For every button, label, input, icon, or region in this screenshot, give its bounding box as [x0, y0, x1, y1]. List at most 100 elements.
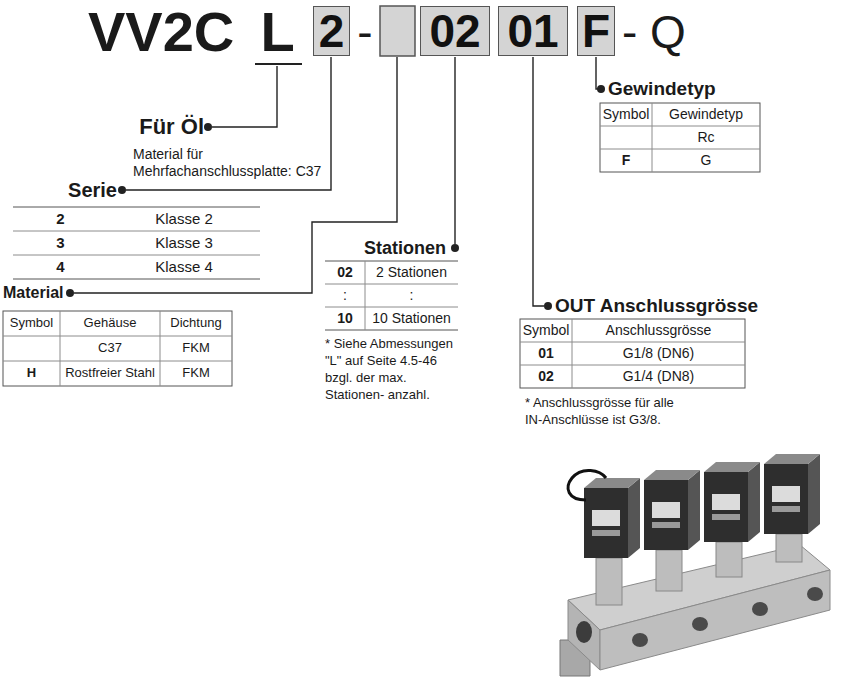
table-grid — [13, 207, 260, 208]
table-cell-slot: Klasse 3 — [108, 231, 260, 255]
section-heading: Material — [3, 284, 63, 302]
note-text: Material für Mehrfachanschlussplatte: C3… — [133, 146, 327, 180]
table-cell-slot: FKM — [160, 361, 232, 386]
footnote: * Siehe Abmessungen "L" auf Seite 4.5-46… — [325, 335, 460, 403]
valve-manifold-photo — [692, 617, 708, 631]
table-grid — [325, 284, 458, 285]
table-grid — [3, 336, 232, 337]
leader-line — [74, 57, 397, 293]
section-heading-slot: OUT Anschlussgrösse — [555, 294, 805, 318]
valve-manifold-photo — [752, 602, 768, 616]
section-heading: Für Öl — [139, 114, 204, 139]
footnote-slot: * Siehe Abmessungen "L" auf Seite 4.5-46… — [325, 335, 460, 430]
section-heading: Gewindetyp — [608, 78, 716, 100]
table-grid — [520, 365, 745, 366]
table-grid — [600, 103, 760, 172]
code-box: F — [577, 6, 615, 56]
table-cell-slot: C37 — [60, 336, 160, 361]
table-cell: : — [343, 287, 347, 303]
table-grid — [325, 261, 458, 262]
table-cell-slot: 3 — [13, 231, 108, 255]
section-heading: Serie — [68, 179, 117, 202]
code-box: 01 — [498, 6, 568, 56]
table-header: Anschlussgrösse — [606, 322, 712, 338]
table-header-slot: Gewindetyp — [652, 103, 760, 126]
table-cell-slot: 02 — [520, 365, 572, 388]
code-prefix-slot: VV2C — [88, 0, 252, 64]
table-header-slot: Symbol — [520, 319, 572, 342]
table-cell: 3 — [56, 234, 64, 251]
table-grid — [13, 231, 260, 232]
section-heading: OUT Anschlussgrösse — [555, 295, 758, 317]
leader-line — [533, 57, 544, 306]
table-cell: Rostfreier Stahl — [65, 366, 155, 381]
table-cell-slot: 10 — [325, 307, 365, 330]
table-cell: FKM — [182, 341, 209, 356]
table-cell: G1/8 (DN6) — [623, 345, 695, 361]
table-cell: 10 Stationen — [372, 310, 451, 326]
valve-manifold-photo — [596, 558, 622, 605]
leader-dot — [204, 123, 212, 131]
table-cell-slot: 2 Stationen — [365, 261, 458, 284]
table-cell: FKM — [182, 366, 209, 381]
table-cell-slot: 4 — [13, 255, 108, 279]
table-cell-slot: : — [365, 284, 458, 307]
table-header: Symbol — [10, 316, 53, 331]
table-grid — [325, 307, 458, 308]
table-cell-slot: Klasse 2 — [108, 207, 260, 231]
table-header: Gehäuse — [84, 316, 137, 331]
code-box: 2 — [313, 6, 350, 56]
table-grid — [520, 342, 745, 343]
table-cell-slot: 01 — [520, 342, 572, 365]
valve-manifold-photo — [656, 550, 682, 591]
table-header-slot: Anschlussgrösse — [572, 319, 745, 342]
table-cell-slot: G1/8 (DN6) — [572, 342, 745, 365]
valve-manifold-photo — [716, 542, 742, 577]
table-cell-slot: G1/4 (DN8) — [572, 365, 745, 388]
table-cell-slot: 10 Stationen — [365, 307, 458, 330]
table-cell-slot: Rc — [652, 126, 760, 149]
leader-dot — [118, 186, 126, 194]
leader-dot — [544, 302, 552, 310]
code-suffix: - Q — [622, 6, 686, 59]
code-letter: L — [260, 0, 294, 64]
section-heading: Stationen — [364, 238, 446, 259]
note-text-slot: Material für Mehrfachanschlussplatte: C3… — [133, 146, 327, 184]
code-suffix-slot: - Q — [622, 0, 722, 64]
valve-manifold-photo — [632, 633, 648, 647]
leader-dot — [451, 244, 459, 252]
table-cell: 02 — [538, 368, 554, 384]
valve-manifold-photo — [568, 600, 600, 670]
valve-manifold-photo — [807, 587, 823, 601]
table-grid — [13, 255, 260, 256]
valve-manifold-photo — [704, 462, 760, 542]
table-cell: Klasse 4 — [155, 258, 213, 275]
table-grid — [325, 330, 458, 331]
code-dash-slot: - — [350, 0, 380, 64]
table-cell-slot: FKM — [160, 336, 232, 361]
table-header: Gewindetyp — [669, 106, 743, 122]
table-grid — [652, 103, 653, 172]
valve-manifold-photo — [584, 478, 640, 558]
table-header: Symbol — [603, 106, 650, 122]
table-cell: 10 — [337, 310, 353, 326]
table-cell: G1/4 (DN8) — [623, 368, 695, 384]
table-grid — [13, 279, 260, 280]
table-cell: Klasse 2 — [155, 210, 213, 227]
table-grid — [600, 126, 760, 127]
section-heading-slot: Für Öl — [126, 113, 204, 141]
footnote-slot: * Anschlussgrösse für alle IN-Anschlüsse… — [525, 394, 685, 434]
table-header-slot: Dichtung — [160, 311, 232, 336]
code-box: 02 — [420, 6, 490, 56]
table-cell-slot: 02 — [325, 261, 365, 284]
code-letter-slot: L — [255, 0, 300, 64]
table-cell-slot: : — [325, 284, 365, 307]
table-header-slot: Symbol — [3, 311, 60, 336]
table-grid — [600, 149, 760, 150]
table-cell-slot: 2 — [13, 207, 108, 231]
leader-line — [596, 57, 598, 89]
leader-line — [454, 57, 455, 244]
table-cell-slot: G — [652, 149, 760, 172]
table-cell: 4 — [56, 258, 64, 275]
